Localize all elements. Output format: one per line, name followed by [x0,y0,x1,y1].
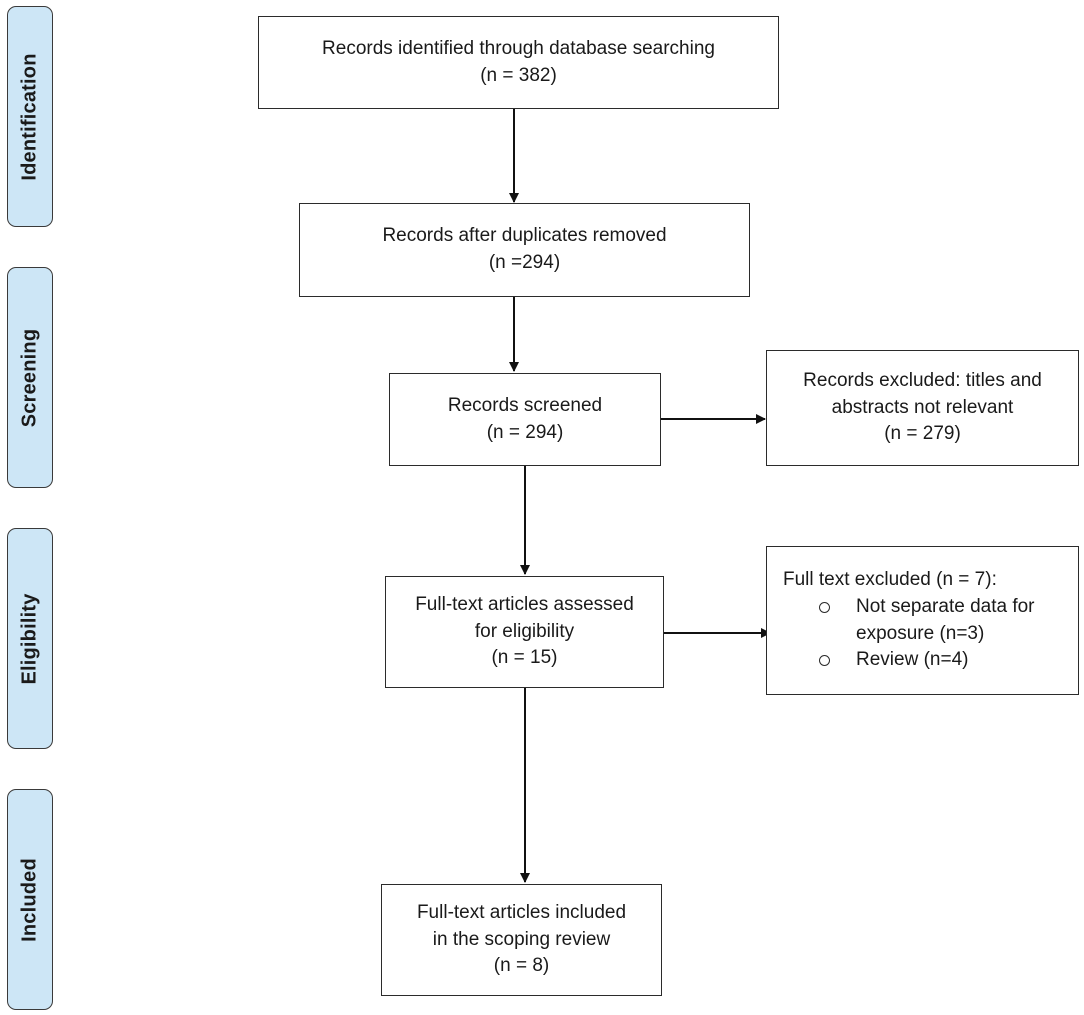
records-identified-count: (n = 382) [480,64,557,86]
full-text-assessed-text-2: for eligibility [474,620,575,642]
phase-eligibility: Eligibility [7,528,53,749]
full-text-included-count: (n = 8) [493,955,550,977]
records-after-duplicates-text: Records after duplicates removed [382,225,667,247]
records-screened-text: Records screened [447,394,603,416]
full-text-included-text-2: in the scoping review [432,928,611,950]
records-excluded-text-2: abstracts not relevant [831,396,1014,418]
records-excluded-text-1: Records excluded: titles and [803,369,1042,391]
circle-bullet-icon [819,655,830,667]
phase-included: Included [7,789,53,1010]
records-after-duplicates-count: (n =294) [488,252,561,273]
full-text-excluded-box: Full text excluded (n = 7): Not separate… [766,546,1079,695]
full-text-assessed-count: (n = 15) [491,647,558,669]
phase-screening-label: Screening [18,328,41,427]
records-excluded-box: Records excluded: titles and abstracts n… [766,350,1079,466]
full-text-assessed-text-1: Full-text articles assessed [415,593,634,615]
exclusion-reason-text: Not separate data for [856,595,1035,617]
exclusion-reason-text: Review (n=4) [856,649,969,671]
records-identified-box: Records identified through database sear… [258,16,779,109]
full-text-assessed-box: Full-text articles assessed for eligibil… [385,576,664,688]
phase-included-label: Included [18,857,41,942]
phase-screening: Screening [7,267,53,488]
records-screened-count: (n = 294) [486,421,564,443]
exclusion-reason-count: exposure (n=3) [856,622,985,644]
exclusion-reason-item: Review (n=4) [819,647,1078,674]
exclusion-reasons-list: Not separate data for exposure (n=3) Rev… [767,594,1078,675]
exclusion-reason-item: Not separate data for exposure (n=3) [819,594,1078,648]
records-identified-text: Records identified through database sear… [322,37,715,59]
phase-identification: Identification [7,6,53,227]
phase-eligibility-label: Eligibility [18,592,41,685]
records-screened-box: Records screened (n = 294) [389,373,661,466]
circle-bullet-icon [819,601,830,613]
records-excluded-count: (n = 279) [884,423,961,445]
full-text-included-text-1: Full-text articles included [416,901,627,923]
full-text-excluded-title: Full text excluded (n = 7): [783,568,997,590]
phase-identification-label: Identification [18,52,41,181]
records-after-duplicates-box: Records after duplicates removed (n =294… [299,203,750,297]
full-text-included-box: Full-text articles included in the scopi… [381,884,662,996]
